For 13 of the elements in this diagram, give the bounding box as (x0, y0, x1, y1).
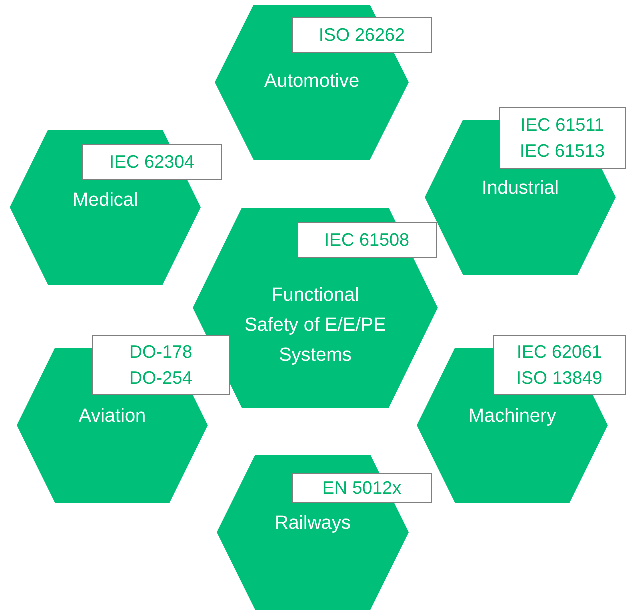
sector-label: Machinery (468, 405, 558, 429)
standard-label: IEC 62304 (82, 144, 222, 180)
sector-label: Aviation (78, 405, 148, 429)
sector-label: Railways (274, 512, 352, 536)
sector-label: Functional Safety of E/E/PE Systems (244, 284, 388, 368)
sector-label: Medical (72, 189, 140, 213)
standard-label: IEC 61511 IEC 61513 (499, 107, 626, 169)
standard-label: DO-178 DO-254 (92, 335, 230, 395)
sector-label: Industrial (480, 177, 560, 201)
sector-label: Automotive (263, 70, 361, 94)
standard-label: ISO 26262 (292, 17, 432, 53)
standard-label: IEC 62061 ISO 13849 (493, 335, 626, 395)
standard-label: EN 5012x (292, 473, 432, 503)
